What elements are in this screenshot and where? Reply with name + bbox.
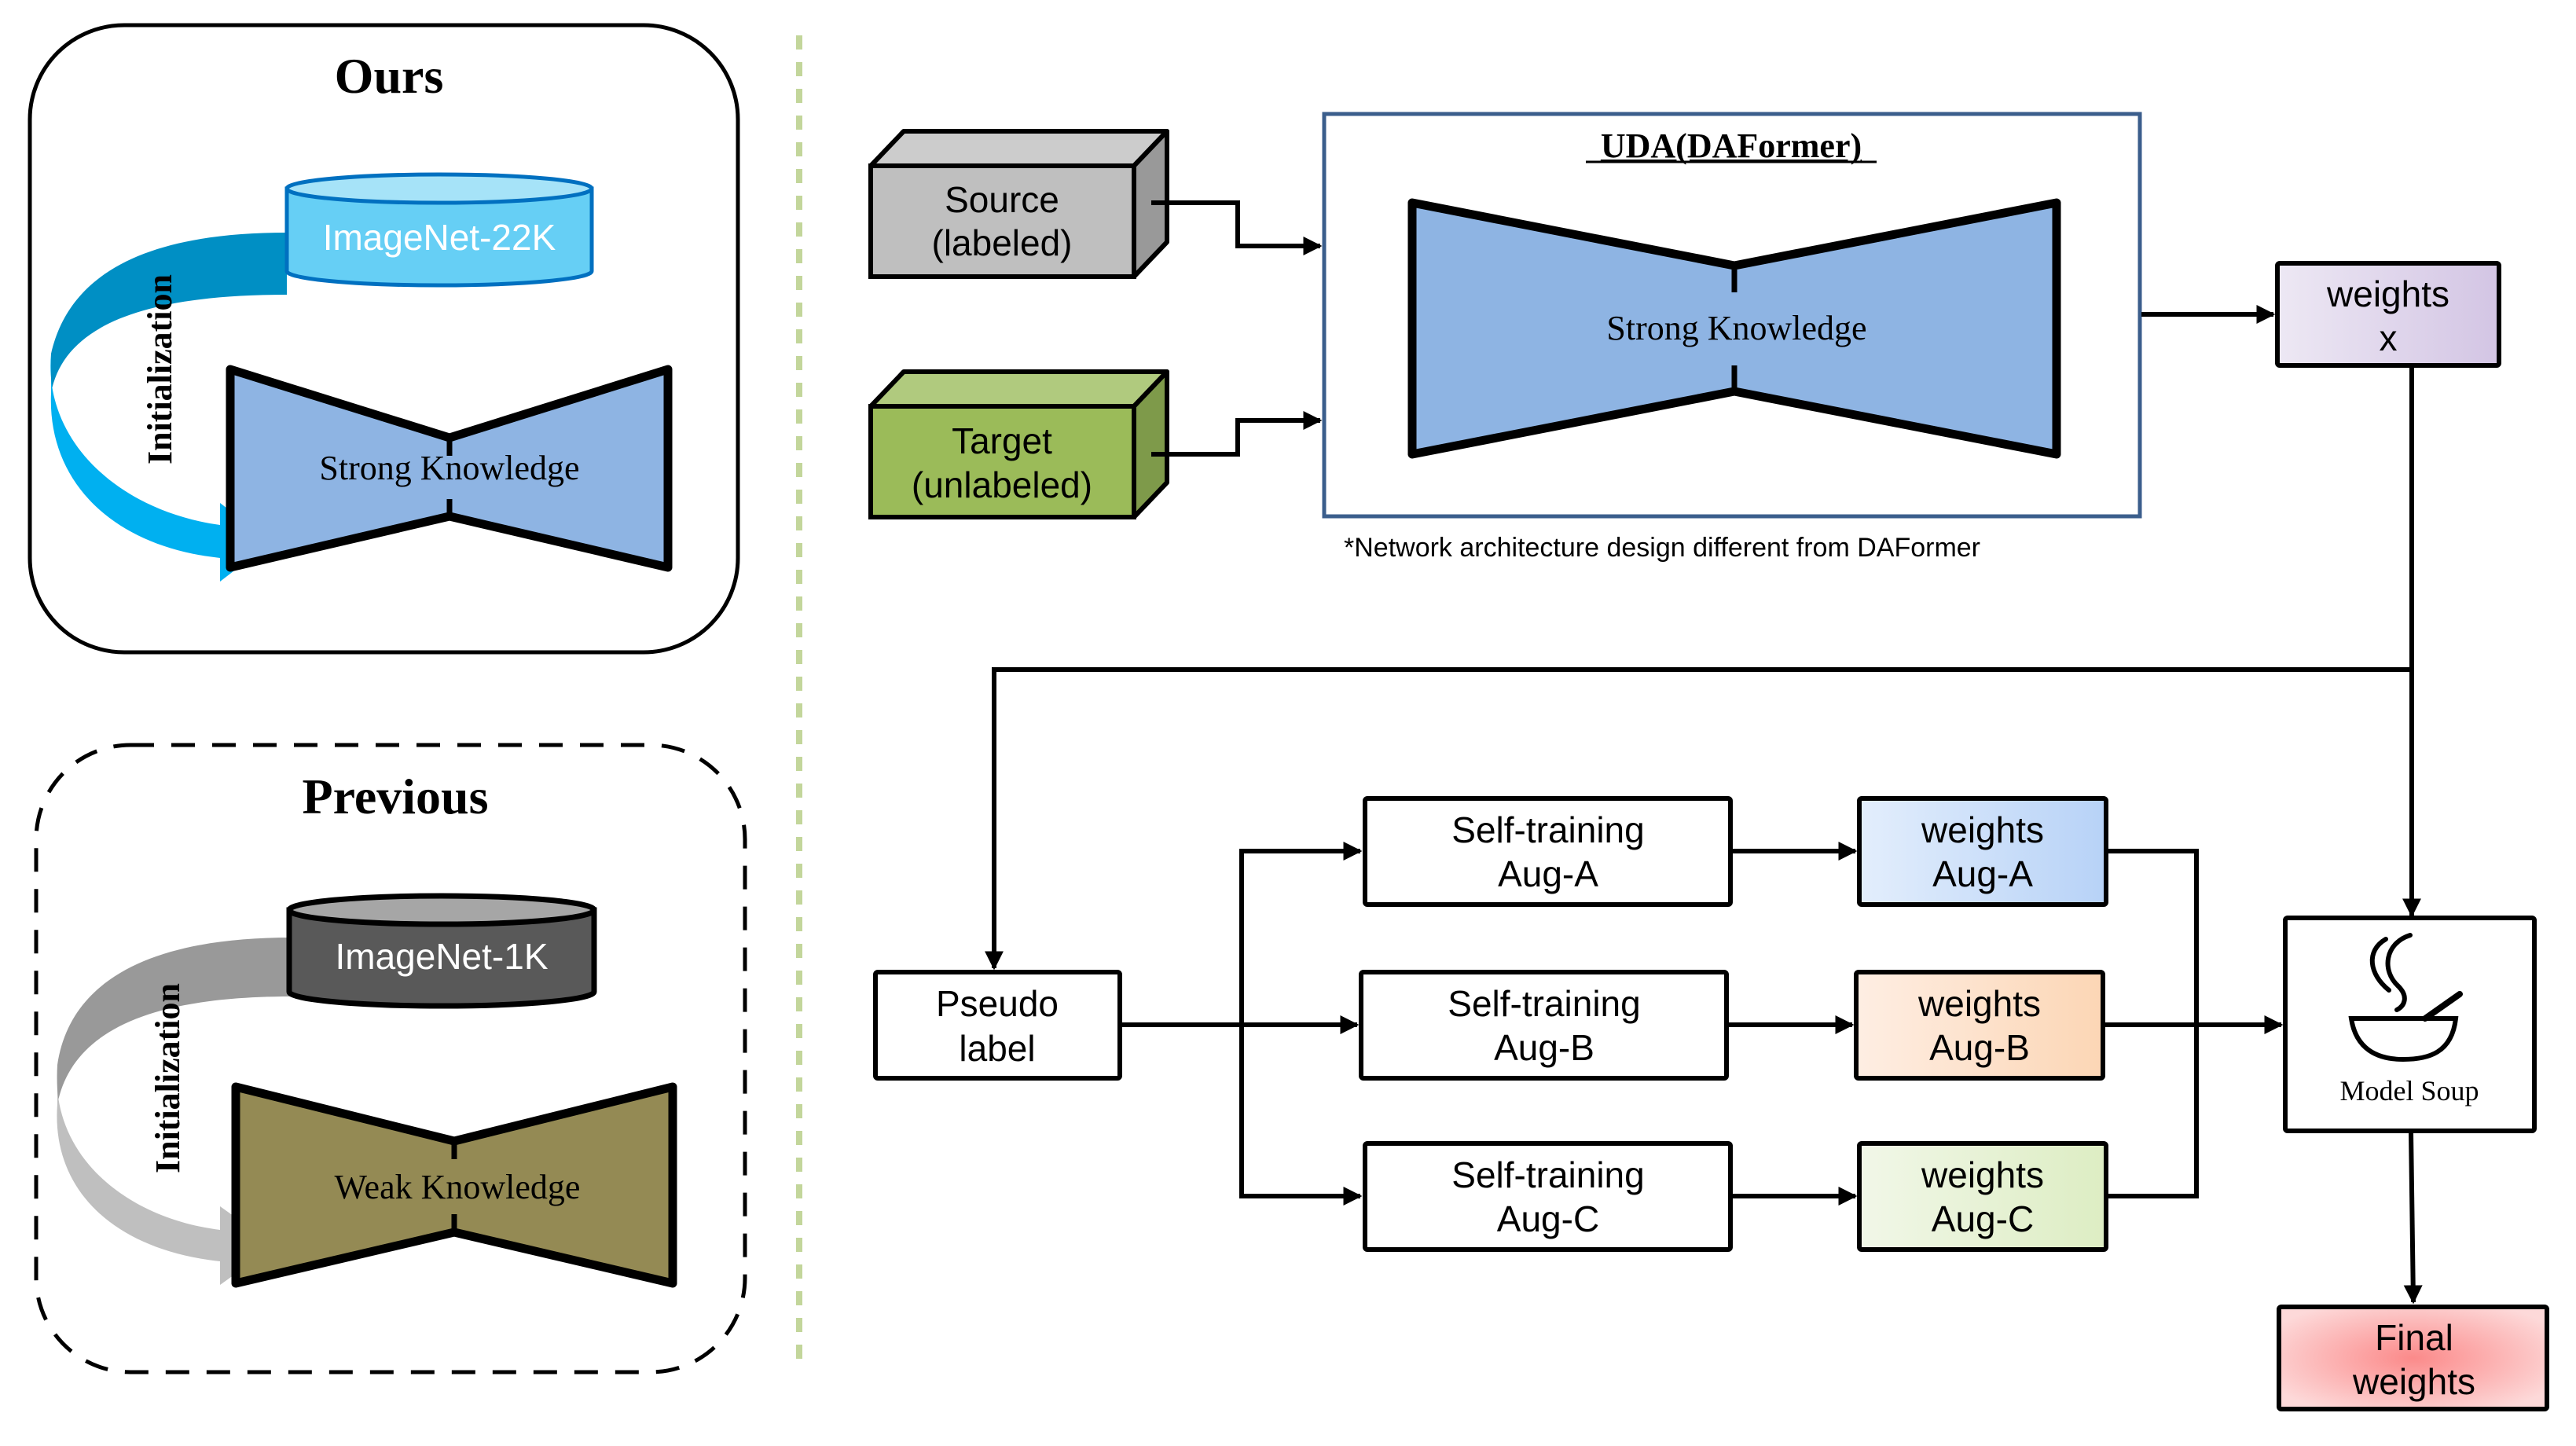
previous-initialization-label: Initialization (149, 983, 187, 1173)
final-weights-node: Final weights (2277, 1305, 2549, 1411)
weights-a-line2: Aug-A (1932, 853, 2033, 894)
architecture-note: *Network architecture design different f… (1344, 533, 1980, 563)
branch-aug-b: Self-training Aug-B weights Aug-B (1359, 970, 2105, 1081)
uda-title: UDA(DAFormer) (1601, 127, 1862, 165)
initialization-arrow-upper (57, 938, 291, 1104)
initialization-arrow-upper (51, 233, 287, 393)
target-data-cube: Target (unlabeled) (868, 369, 1169, 519)
model-soup-node: Model Soup (2283, 916, 2537, 1133)
previous-dataset-label: ImageNet-1K (335, 936, 548, 977)
weights-x-line1: weights (2326, 273, 2449, 314)
self-training-a-line2: Aug-A (1498, 853, 1598, 894)
ours-dataset-label: ImageNet-22K (323, 217, 556, 258)
ours-title: Ours (335, 48, 444, 104)
initialization-arrow-lower (50, 354, 272, 582)
weights-a-line1: weights (1921, 809, 2044, 850)
weights-c-line2: Aug-C (1932, 1198, 2034, 1239)
ours-initialization-label: Initialization (141, 274, 179, 464)
weights-b-line1: weights (1917, 983, 2041, 1024)
initialization-arrow-lower (57, 1065, 275, 1285)
model-soup-label: Model Soup (2339, 1075, 2479, 1107)
pseudo-label-node: Pseudo label (873, 970, 1122, 1081)
self-training-b-line1: Self-training (1448, 983, 1640, 1024)
imagenet-22k-database-icon (284, 172, 594, 288)
soup-to-final-arrow (2403, 1131, 2423, 1305)
self-training-b-line2: Aug-B (1494, 1027, 1594, 1068)
weights-to-pseudo-label-arrow (985, 667, 2412, 971)
target-to-uda-arrow (1151, 411, 1323, 457)
previous-title: Previous (302, 769, 488, 824)
uda-daformer-block: UDA(DAFormer) Strong Knowledge *Network … (1322, 112, 2142, 563)
target-label-line1: Target (952, 420, 1052, 461)
self-training-c-line2: Aug-C (1497, 1198, 1599, 1239)
previous-panel: Previous Initialization ImageNet-1K Weak… (34, 743, 747, 1374)
branch-aug-c: Self-training Aug-C weights Aug-C (1363, 1141, 2108, 1252)
self-training-a-line1: Self-training (1451, 809, 1644, 850)
weights-c-line1: weights (1921, 1154, 2044, 1195)
pseudo-label-line1: Pseudo (936, 983, 1059, 1024)
self-training-c-line1: Self-training (1451, 1154, 1644, 1195)
target-label-line2: (unlabeled) (912, 464, 1092, 505)
ours-model-label: Strong Knowledge (319, 449, 579, 487)
source-label-line1: Source (945, 179, 1059, 220)
soup-bowl-icon (2348, 933, 2463, 1062)
ours-panel: Ours Initialization ImageNet-22K Strong … (28, 23, 740, 655)
branch-aug-a: Self-training Aug-A weights Aug-A (1363, 796, 2108, 907)
final-weights-line2: weights (2352, 1361, 2475, 1402)
weights-x-line2: x (2380, 317, 2398, 358)
previous-model-label: Weak Knowledge (335, 1168, 581, 1206)
final-weights-line1: Final (2375, 1317, 2453, 1358)
uda-model-label: Strong Knowledge (1606, 309, 1866, 347)
weights-b-line2: Aug-B (1929, 1027, 2030, 1068)
source-label-line2: (labeled) (932, 222, 1073, 263)
imagenet-1k-database-icon (286, 893, 597, 1009)
pseudo-label-line2: label (959, 1028, 1035, 1069)
source-data-cube: Source (labeled) (868, 129, 1169, 279)
weights-x-node: weights x (2275, 261, 2501, 368)
source-to-uda-arrow (1151, 200, 1323, 255)
